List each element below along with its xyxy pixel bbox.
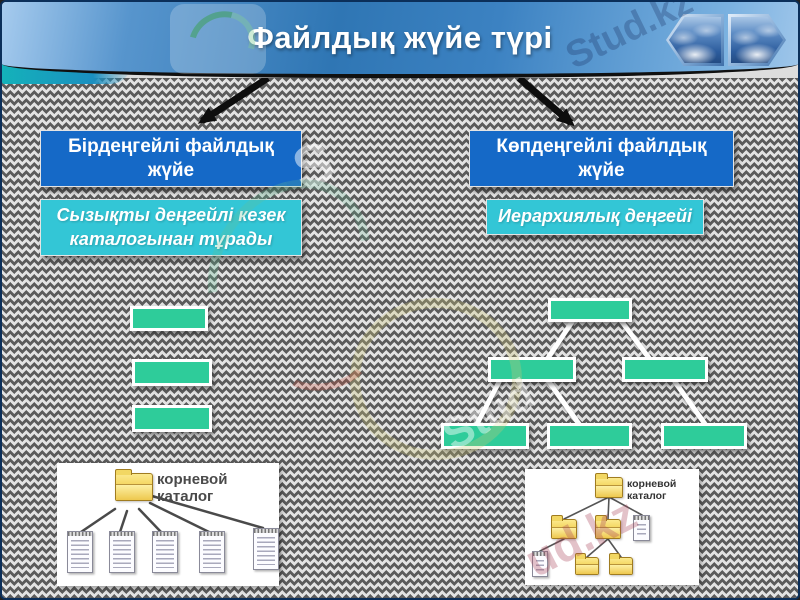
- nav-forward-button[interactable]: [728, 14, 786, 66]
- fan-line-5: [150, 494, 265, 530]
- tree-root-caption: корневой каталог: [627, 478, 677, 503]
- linear-node-3: [132, 405, 212, 432]
- left-description-text: Сызықты деңгейлі кезек каталогынан тұрад…: [56, 205, 286, 249]
- tree-connectors: [474, 319, 708, 427]
- arrow-to-right-panel: [516, 78, 575, 127]
- flat-directory-connectors: [79, 494, 265, 534]
- left-heading-box: Бірдеңгейлі файлдық жүйе: [40, 130, 302, 187]
- nav-back-button[interactable]: [666, 14, 724, 66]
- fan-line-4: [148, 501, 211, 534]
- h-line-root-b: [607, 496, 610, 520]
- slide-header: Файлдық жүйе түрі: [2, 2, 798, 78]
- file-icon-3: [152, 531, 178, 573]
- right-heading-text: Көпдеңгейлі файлдық жүйе: [496, 135, 707, 181]
- right-heading-box: Көпдеңгейлі файлдық жүйе: [469, 130, 734, 187]
- h-line-b-e: [586, 538, 609, 558]
- linear-node-2: [132, 359, 212, 386]
- subfolder-icon-a: [551, 515, 577, 539]
- linear-node-1: [130, 306, 208, 331]
- tree-mid-left-node: [488, 357, 576, 382]
- left-description-box: Сызықты деңгейлі кезек каталогынан тұрад…: [40, 199, 302, 256]
- tree-line-right-child: [672, 379, 708, 427]
- h-line-a-d: [539, 538, 565, 552]
- root-folder-icon: [115, 469, 153, 501]
- tree-line-root-left: [545, 319, 575, 361]
- file-icon-2: [109, 531, 135, 573]
- flat-directory-figure: корневой каталог: [57, 463, 279, 586]
- tree-line-left-child1: [474, 379, 502, 427]
- hierarchical-directory-figure: корневой каталог: [525, 469, 699, 585]
- right-description-box: Иерархиялық деңгейі: [486, 199, 704, 235]
- page-title: Файлдық жүйе түрі: [247, 20, 553, 55]
- hierarchy-connectors: [539, 496, 643, 558]
- tree-mid-right-node: [622, 357, 708, 382]
- subfile-icon-c: [633, 515, 650, 541]
- arrow-to-left-panel: [197, 78, 270, 124]
- fan-line-1: [79, 507, 117, 534]
- subfolder-icon-b: [595, 515, 621, 539]
- tree-root-node: [548, 298, 632, 322]
- file-icon-1: [67, 531, 93, 573]
- file-icon-5: [253, 528, 279, 570]
- fan-line-3: [137, 507, 163, 534]
- tree-root-folder-icon: [595, 473, 623, 498]
- subfile-icon-d: [532, 551, 548, 577]
- hierarchy-tree-diagram: [437, 292, 757, 460]
- tree-line-left-child2: [546, 379, 582, 427]
- h-line-root-a: [563, 496, 610, 520]
- tree-bottom-left-node: [441, 423, 529, 449]
- flat-root-caption: корневой каталог: [157, 471, 228, 506]
- tree-bottom-center-node: [547, 423, 632, 449]
- tree-bottom-right-node: [661, 423, 747, 449]
- h-line-root-c: [608, 496, 643, 516]
- left-heading-text: Бірдеңгейлі файлдық жүйе: [68, 135, 274, 181]
- file-icon-4: [199, 531, 225, 573]
- subfolder-icon-e: [575, 553, 599, 575]
- title-branch-arrows: [197, 78, 575, 127]
- tree-line-root-right: [619, 319, 652, 361]
- fan-line-2: [118, 509, 129, 534]
- right-description-text: Иерархиялық деңгейі: [498, 206, 692, 227]
- subfolder-icon-f: [609, 553, 633, 575]
